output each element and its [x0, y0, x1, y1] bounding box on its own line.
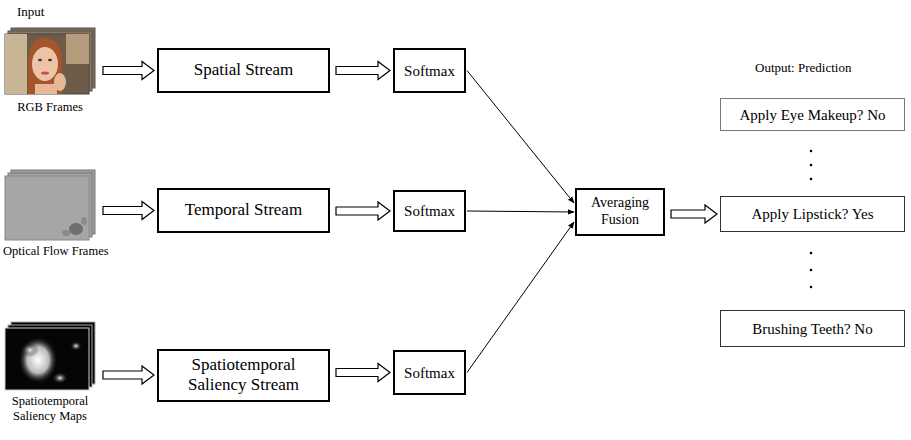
softmax-box: Softmax: [393, 48, 466, 93]
box-text: Brushing Teeth? No: [752, 320, 872, 338]
box-text: Spatiotemporal Saliency Stream: [167, 355, 320, 396]
image-caption: RGB Frames: [0, 100, 103, 115]
box-text: Apply Eye Makeup? No: [739, 106, 885, 124]
image-input: Optical Flow Frames: [3, 168, 97, 240]
saliency-map-image: [5, 322, 95, 390]
image-input: Spatiotemporal Saliency Maps: [3, 320, 97, 390]
rgb-frames-image: [5, 28, 95, 94]
block-arrow: [103, 62, 154, 80]
image-caption: Optical Flow Frames: [3, 244, 153, 259]
box-text: Softmax: [404, 62, 455, 80]
stream-box: Temporal Stream: [157, 188, 330, 233]
box-text: Apply Lipstick? Yes: [751, 205, 873, 223]
block-arrow: [103, 202, 154, 220]
softmax-box: Softmax: [393, 190, 466, 232]
box-text: Softmax: [404, 202, 455, 220]
box-text: Softmax: [404, 364, 455, 382]
block-arrow: [336, 62, 390, 80]
output-box: Brushing Teeth? No: [720, 310, 905, 347]
output-box: Apply Eye Makeup? No: [720, 98, 905, 131]
stream-box: Spatial Stream: [157, 48, 330, 93]
optical-flow-image: [5, 170, 95, 240]
block-arrow: [671, 205, 717, 223]
box-text: Averaging Fusion: [585, 195, 655, 229]
block-arrow: [103, 366, 154, 384]
box-text: Spatial Stream: [194, 60, 294, 80]
block-arrow: [336, 364, 390, 382]
image-input: RGB Frames: [3, 26, 97, 96]
output-box: Apply Lipstick? Yes: [720, 196, 905, 232]
flow-arrow: [467, 71, 574, 204]
box-text: Temporal Stream: [185, 200, 302, 220]
section-label: Output: Prediction: [755, 60, 851, 76]
fusion-box: Averaging Fusion: [575, 188, 665, 236]
flow-arrow: [467, 211, 574, 212]
block-arrow: [336, 202, 390, 220]
flow-arrow: [467, 222, 574, 373]
image-caption: Spatiotemporal Saliency Maps: [0, 394, 100, 424]
stream-box: Spatiotemporal Saliency Stream: [157, 349, 330, 402]
softmax-box: Softmax: [393, 350, 466, 395]
section-label: Input: [17, 4, 44, 20]
